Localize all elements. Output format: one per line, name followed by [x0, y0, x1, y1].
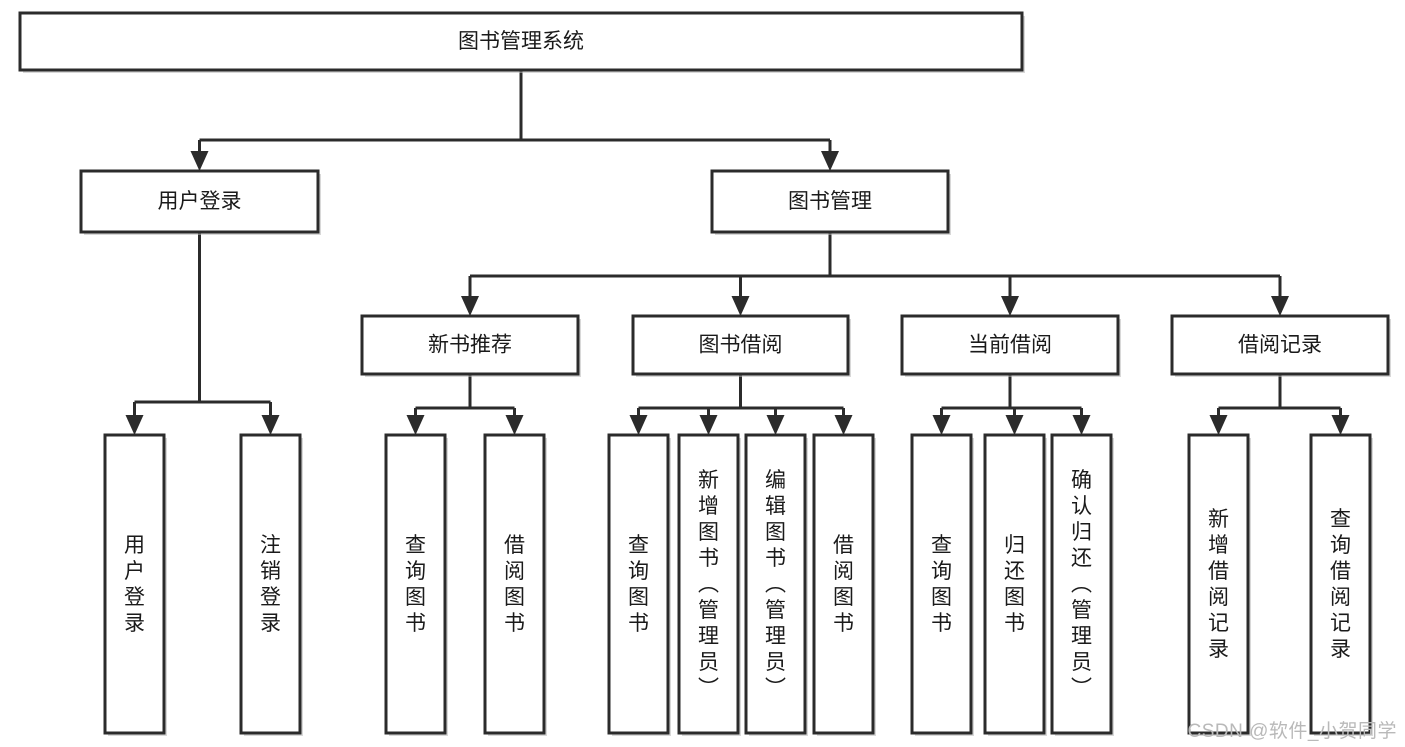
node-book-manage[interactable]: 图书管理	[710, 169, 951, 235]
node-box-leaf-borrow-book	[812, 433, 875, 735]
connector-group-book-manage	[461, 232, 1289, 316]
node-leaf-query-book-borrow[interactable]: 查询图书	[607, 433, 671, 736]
node-box-borrow-record	[1170, 314, 1390, 376]
node-leaf-user-login[interactable]: 用户登录	[103, 433, 167, 736]
node-leaf-borrow-book-rec[interactable]: 借阅图书	[483, 433, 547, 736]
node-box-new-book-rec	[360, 314, 580, 376]
node-label-leaf-add-record: 新增借阅记录	[1208, 508, 1229, 661]
node-box-current-borrow	[900, 314, 1120, 376]
node-label-leaf-return-book: 归还图书	[1004, 534, 1025, 635]
node-box-leaf-query-record	[1309, 433, 1372, 735]
node-label-leaf-query-book-cur: 查询图书	[931, 534, 952, 635]
node-box-leaf-return-book	[983, 433, 1046, 735]
node-leaf-query-record[interactable]: 查询借阅记录	[1309, 433, 1373, 736]
node-box-leaf-add-record	[1187, 433, 1250, 735]
node-leaf-query-book-cur[interactable]: 查询图书	[910, 433, 974, 736]
node-label-leaf-borrow-book: 借阅图书	[833, 534, 854, 635]
node-leaf-query-book-rec[interactable]: 查询图书	[384, 433, 448, 736]
node-book-borrow[interactable]: 图书借阅	[631, 314, 851, 377]
node-label-leaf-edit-book: 编辑图书︵管理员︶	[765, 469, 786, 700]
node-label-leaf-query-book-borrow: 查询图书	[628, 534, 649, 635]
node-user-login[interactable]: 用户登录	[79, 169, 321, 235]
connector-group-current-borrow	[932, 374, 1091, 435]
connector-group-borrow-record	[1209, 374, 1350, 435]
node-box-leaf-query-book-rec	[384, 433, 447, 735]
node-label-book-borrow: 图书借阅	[699, 334, 783, 357]
node-label-leaf-logout: 注销登录	[260, 534, 281, 635]
node-box-leaf-query-book-borrow	[607, 433, 670, 735]
node-leaf-borrow-book[interactable]: 借阅图书	[812, 433, 876, 736]
node-box-book-manage	[710, 169, 950, 234]
node-box-user-login	[79, 169, 320, 234]
node-borrow-record[interactable]: 借阅记录	[1170, 314, 1391, 377]
node-label-leaf-query-record: 查询借阅记录	[1330, 508, 1351, 661]
node-box-book-borrow	[631, 314, 850, 376]
node-label-new-book-rec: 新书推荐	[428, 334, 512, 357]
node-label-root: 图书管理系统	[458, 30, 584, 53]
node-leaf-confirm-return[interactable]: 确认归还︵管理员︶	[1050, 433, 1114, 736]
node-label-leaf-add-book: 新增图书︵管理员︶	[698, 469, 719, 700]
node-box-leaf-confirm-return	[1050, 433, 1113, 735]
node-leaf-return-book[interactable]: 归还图书	[983, 433, 1047, 736]
node-label-current-borrow: 当前借阅	[968, 334, 1052, 357]
node-leaf-edit-book[interactable]: 编辑图书︵管理员︶	[744, 433, 808, 736]
node-label-book-manage: 图书管理	[788, 190, 872, 213]
node-label-leaf-borrow-book-rec: 借阅图书	[504, 534, 525, 635]
node-label-user-login: 用户登录	[158, 190, 242, 213]
node-box-leaf-edit-book	[744, 433, 807, 735]
node-leaf-logout[interactable]: 注销登录	[239, 433, 303, 736]
node-layer: 图书管理系统用户登录图书管理新书推荐图书借阅当前借阅借阅记录用户登录注销登录查询…	[18, 11, 1391, 736]
connector-group-root	[190, 70, 839, 171]
node-current-borrow[interactable]: 当前借阅	[900, 314, 1121, 377]
node-box-root	[18, 11, 1024, 72]
node-box-leaf-query-book-cur	[910, 433, 973, 735]
node-leaf-add-record[interactable]: 新增借阅记录	[1187, 433, 1251, 736]
connector-layer	[125, 70, 1350, 435]
node-label-leaf-confirm-return: 确认归还︵管理员︶	[1071, 469, 1092, 700]
node-box-leaf-borrow-book-rec	[483, 433, 546, 735]
node-root[interactable]: 图书管理系统	[18, 11, 1025, 73]
connector-group-new-book-rec	[406, 374, 524, 435]
connector-group-user-login	[125, 232, 280, 435]
node-box-leaf-user-login	[103, 433, 166, 735]
node-label-leaf-user-login: 用户登录	[124, 534, 145, 635]
node-label-leaf-query-book-rec: 查询图书	[405, 534, 426, 635]
node-box-leaf-add-book	[677, 433, 740, 735]
node-label-borrow-record: 借阅记录	[1238, 334, 1322, 357]
node-box-leaf-logout	[239, 433, 302, 735]
connector-group-book-borrow	[629, 374, 853, 435]
node-leaf-add-book[interactable]: 新增图书︵管理员︶	[677, 433, 741, 736]
node-new-book-rec[interactable]: 新书推荐	[360, 314, 581, 377]
